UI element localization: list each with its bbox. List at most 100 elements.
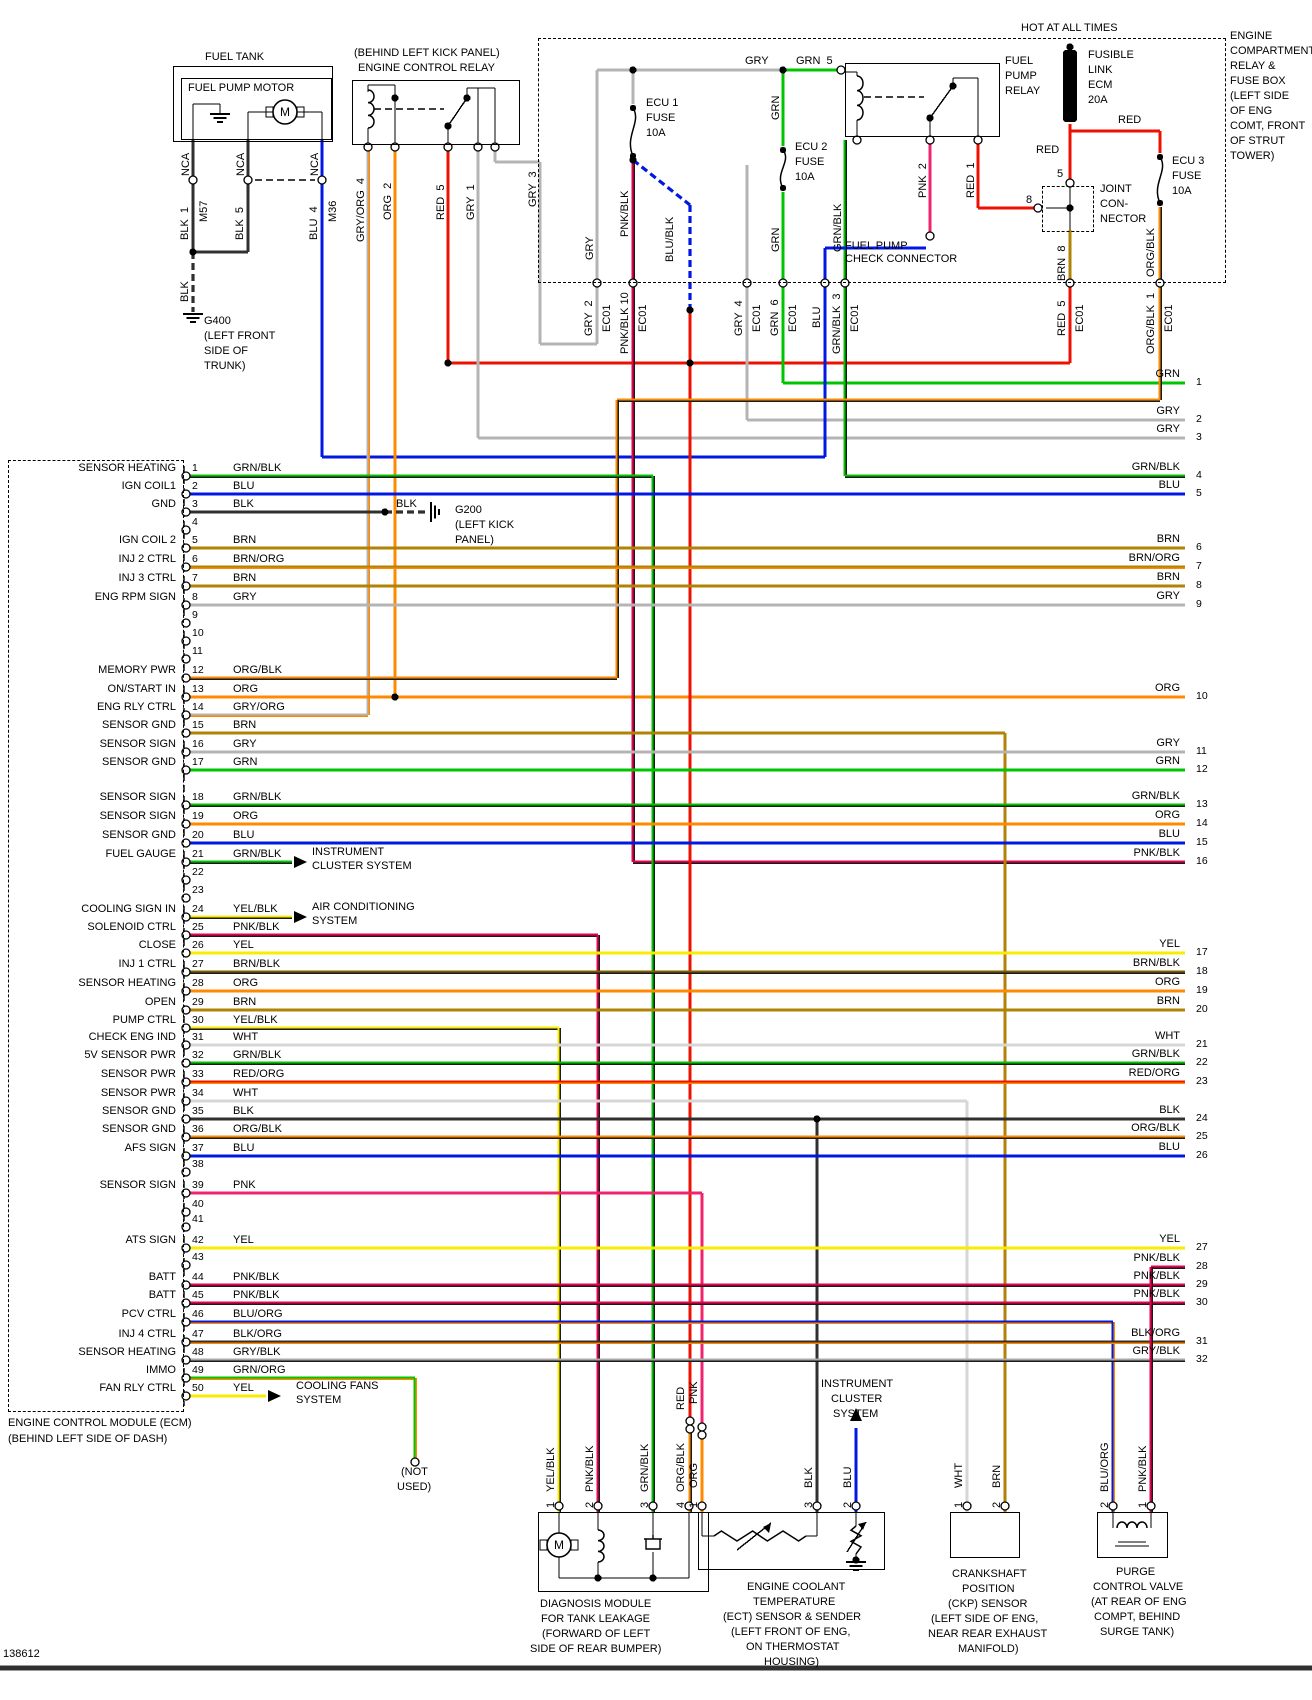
connector-arc (443, 142, 453, 152)
junction-dot (779, 66, 787, 74)
text-label: ORG/BLK (675, 1443, 687, 1492)
rail-wire-color: RED/ORG (1128, 1067, 1180, 1079)
text-label: 2 (1099, 1501, 1111, 1508)
text-label: EC01 (751, 304, 763, 332)
rail-circuit-number: 20 (1196, 1003, 1208, 1015)
text-label: FUSE BOX (1230, 75, 1286, 87)
text-label: CLUSTER (831, 1393, 883, 1405)
ecm-pin-wire-color: WHT (233, 1087, 259, 1099)
rail-circuit-number: 32 (1196, 1353, 1208, 1365)
rail-wire-color: BLK/ORG (1131, 1327, 1180, 1339)
text-label: G400 (204, 315, 231, 327)
text-label: EC01 (787, 304, 799, 332)
ecm-pin-number: 23 (192, 884, 204, 896)
ecm-pin-arc (181, 673, 191, 683)
text-label: ECU 3 (1172, 155, 1205, 167)
fuel-tank-box (173, 66, 333, 142)
ecm-pin-wire-color: YEL (233, 1234, 254, 1246)
ecm-pin-number: 44 (192, 1271, 204, 1283)
text-label: 3 (803, 1501, 815, 1508)
junction-dot (391, 693, 399, 701)
text-label: (BEHIND LEFT KICK PANEL) (354, 47, 500, 59)
ecm-pin-number: 21 (192, 848, 204, 860)
ecm-pin-arc (181, 948, 191, 958)
rail-circuit-number: 29 (1196, 1278, 1208, 1290)
ecm-pin-signal-label: GND (151, 498, 176, 510)
rail-wire-color: PNK/BLK (1133, 1252, 1180, 1264)
ecm-pin-wire-color: BRN (233, 996, 257, 1008)
rail-wire-color: PNK/BLK (1133, 847, 1180, 859)
ecm-pin-arc (181, 1222, 191, 1232)
ecm-pin-signal-label: INJ 1 CTRL (118, 958, 176, 970)
ecm-pin-number: 7 (192, 572, 198, 584)
ecm-pin-signal-label: ATS SIGN (125, 1234, 176, 1246)
ecm-pin-arc (181, 1077, 191, 1087)
rail-circuit-number: 15 (1196, 836, 1208, 848)
text-label: M36 (327, 200, 339, 222)
rail-circuit-number: 31 (1196, 1335, 1208, 1347)
ecm-pin-number: 14 (192, 701, 204, 713)
text-label: FUEL TANK (205, 51, 265, 63)
ecm-pin-arc (181, 912, 191, 922)
text-label: POSITION (962, 1583, 1015, 1595)
text-label: (LEFT KICK (455, 519, 515, 531)
rail-circuit-number: 2 (1196, 413, 1202, 425)
ecm-pin-number: 1 (192, 462, 198, 474)
text-label: (CKP) SENSOR (948, 1598, 1028, 1610)
text-label: FOR TANK LEAKAGE (541, 1613, 651, 1625)
text-label: OF STRUT (1230, 135, 1285, 147)
ecm-pin-signal-label: SENSOR GND (102, 829, 176, 841)
rail-circuit-number: 26 (1196, 1149, 1208, 1161)
text-label: GRY/ORG 4 (355, 178, 367, 242)
connector-arc (1065, 178, 1075, 188)
fuse-icon (1156, 156, 1164, 204)
ecm-pin-number: 6 (192, 553, 198, 565)
system-arrow (850, 1408, 862, 1421)
junction-dot (686, 306, 694, 314)
text-label: 8 (1026, 194, 1033, 206)
motor-brush (539, 1539, 548, 1551)
text-label: CRANKSHAFT (952, 1568, 1027, 1580)
text-label: JOINT (1100, 183, 1132, 195)
text-label: 1 (688, 1501, 700, 1508)
ecm-pin-number: 8 (192, 591, 198, 603)
ecm-pin-arc (181, 1188, 191, 1198)
rail-wire-color: BLU (1158, 828, 1180, 840)
rail-circuit-number: 25 (1196, 1130, 1208, 1142)
ecm-pin-wire-color: BRN/BLK (233, 958, 281, 970)
ecm-pin-wire-color: BLK (233, 1105, 254, 1117)
ecm-pin-number: 36 (192, 1123, 204, 1135)
motor-label: M (280, 105, 290, 119)
ecm-pin-arc (181, 581, 191, 591)
ecm-pin-signal-label: SENSOR HEATING (78, 462, 176, 474)
ecm-pin-signal-label: SOLENOID CTRL (87, 921, 176, 933)
text-label: ENGINE (1230, 30, 1273, 42)
ecm-pin-number: 37 (192, 1142, 204, 1154)
text-label: 4 (675, 1501, 687, 1508)
text-label: FUSE (646, 112, 676, 124)
ecm-pin-number: 22 (192, 866, 204, 878)
ecm-pin-number: 27 (192, 958, 204, 970)
text-label: 1 (545, 1501, 557, 1508)
fuse-box (538, 38, 1226, 283)
motor-brush (570, 1539, 579, 1551)
coil-icon (1116, 1521, 1148, 1529)
ecm-pin-signal-label: COOLING SIGN IN (81, 903, 176, 915)
text-label: 2 (991, 1501, 1003, 1508)
fuse-icon (629, 107, 637, 157)
junction-dot (629, 66, 637, 74)
rail-wire-color: BRN (1156, 571, 1180, 583)
diagnosis-module-box (538, 1512, 709, 1592)
rail-circuit-number: 22 (1196, 1056, 1208, 1068)
ecm-pin-arc (181, 838, 191, 848)
connector-arc (243, 175, 253, 185)
ecm-pin-number: 40 (192, 1198, 204, 1210)
ecm-pin-wire-color: ORG (233, 977, 259, 989)
rail-wire-color: GRY (1156, 737, 1180, 749)
text-label: ECU 1 (646, 97, 679, 109)
text-label: EC01 (1074, 304, 1086, 332)
ecm-pin-wire-color: YEL (233, 939, 254, 951)
text-label: NEAR REAR EXHAUST (928, 1628, 1048, 1640)
ecm-pin-arc (181, 600, 191, 610)
ecm-pin-number: 33 (192, 1068, 204, 1080)
